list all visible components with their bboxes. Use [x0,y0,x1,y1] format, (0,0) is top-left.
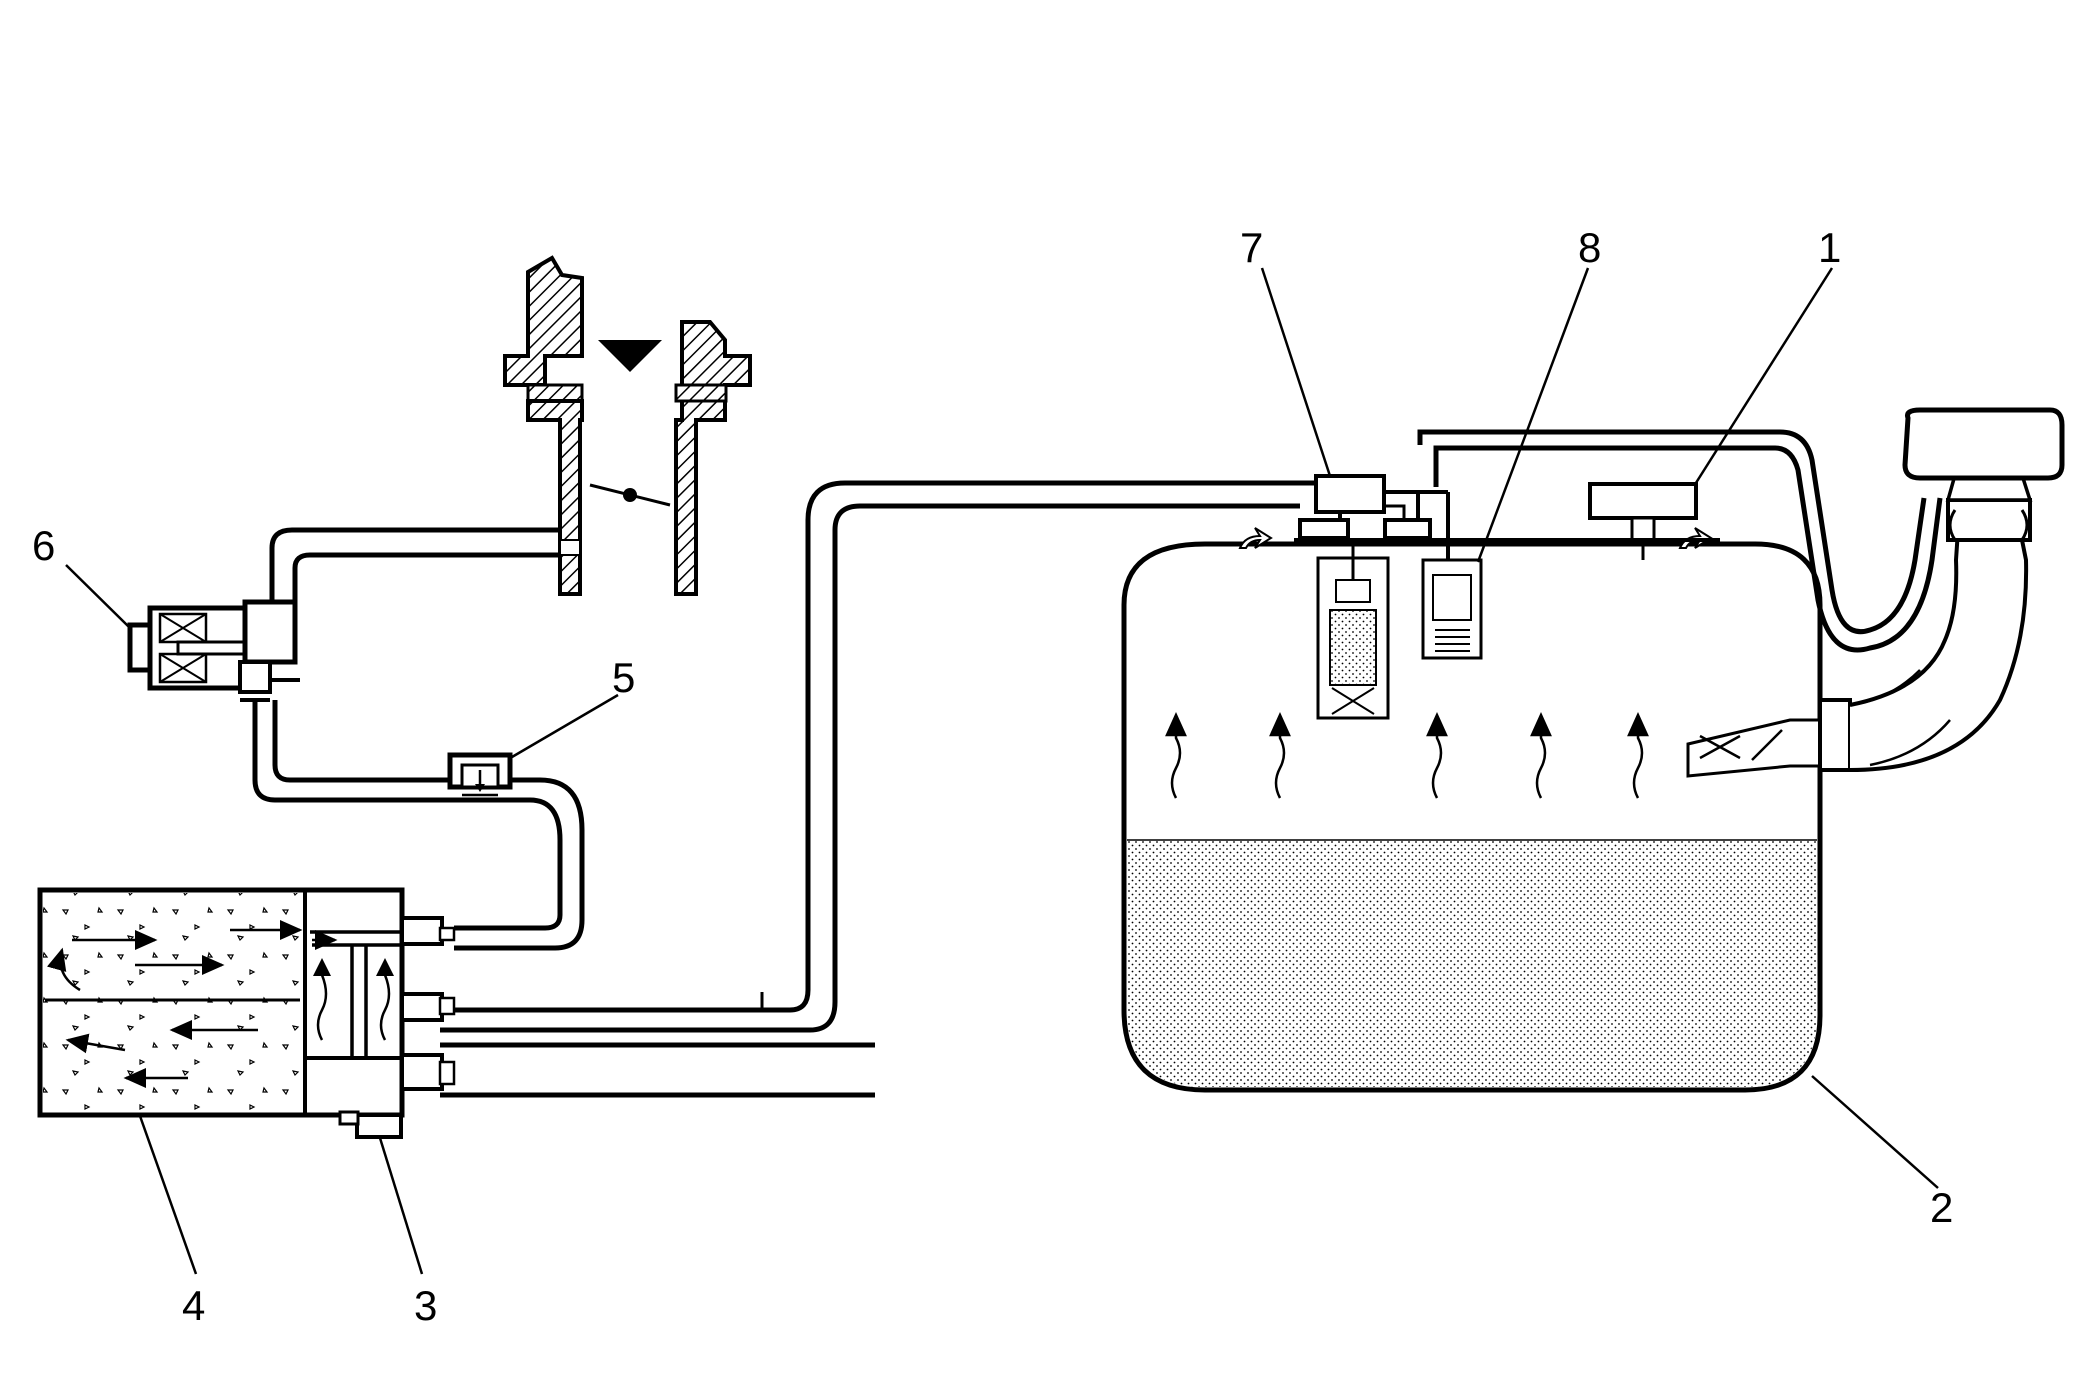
leader-lines [65,267,1939,1275]
callout-labels: 1 2 3 4 5 6 7 8 [32,224,1953,1329]
callout-1: 1 [1818,224,1841,271]
fuel-cap [1902,407,2065,481]
airflow-arrow [598,340,662,372]
purge-line-to-intake [269,527,558,602]
callout-8: 8 [1578,224,1601,271]
evap-vent-valve-top [1298,474,1450,560]
fuel-tank [1121,527,1823,1093]
vent-hose [1417,429,1943,653]
purge-solenoid-valve [127,599,300,694]
callout-7: 7 [1240,224,1263,271]
vapor-arrows [1165,711,1649,799]
intake-throttle-body [503,255,752,596]
vapor-line [440,480,1316,1033]
rollover-valve [1588,482,1698,560]
fuel-liquid [1127,840,1817,1087]
canister-vent-valve [338,1110,403,1139]
callout-3: 3 [414,1282,437,1329]
evap-canister [37,887,456,1118]
callout-4: 4 [182,1282,205,1329]
purge-hose [240,698,585,951]
service-port [447,752,513,797]
callout-6: 6 [32,522,55,569]
fuel-lines [440,1042,875,1098]
callout-5: 5 [612,654,635,701]
filler-neck [1818,407,2065,772]
callout-2: 2 [1930,1184,1953,1231]
